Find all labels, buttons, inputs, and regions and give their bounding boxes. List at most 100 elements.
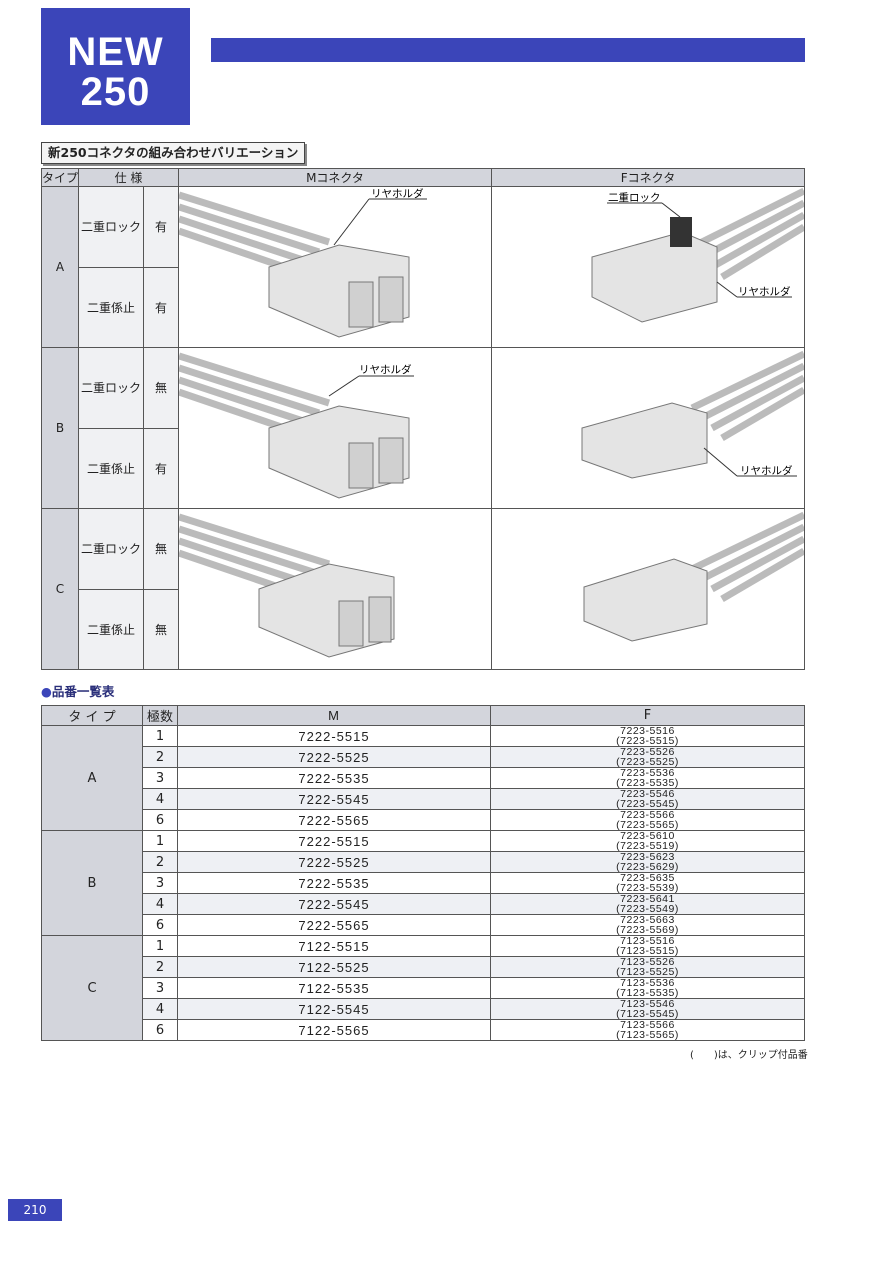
f-part-number: 7123-5546 (620, 998, 675, 1010)
f-connector-drawing: リヤホルダ (581, 350, 804, 479)
f-part-clip: (7123-5565) (616, 1029, 679, 1041)
f-part-number: 7223-5546 (620, 788, 675, 800)
variation-row-c: C 二重ロック 無 (41, 508, 805, 670)
col-m-connector: Mコネクタ (178, 168, 492, 187)
poles: 4 (142, 788, 178, 810)
m-part: 7222-5535 (177, 767, 491, 789)
table-row: 3 7222-5535 7223-5635(7223-5539) (42, 872, 805, 894)
m-connector-image-a: リヤホルダ (178, 186, 492, 348)
spec-label: 二重ロック (78, 347, 144, 429)
spec-label: 二重ロック (78, 186, 144, 268)
poles: 4 (142, 998, 178, 1020)
type-label: C (41, 935, 143, 1041)
m-part: 7222-5525 (177, 746, 491, 768)
poles: 1 (142, 830, 178, 852)
col-m: M (177, 705, 491, 726)
poles: 3 (142, 977, 178, 999)
poles: 1 (142, 935, 178, 957)
bullet-icon: ● (41, 684, 52, 699)
m-part: 7222-5515 (177, 830, 491, 852)
f-part-clip: (7223-5629) (616, 861, 679, 873)
f-part: 7223-5663(7223-5569) (490, 914, 805, 936)
variation-header-row: タイプ 仕 様 Mコネクタ Fコネクタ (41, 168, 805, 187)
m-part: 7122-5565 (177, 1019, 491, 1041)
poles: 2 (142, 851, 178, 873)
m-callout: リヤホルダ (359, 363, 412, 376)
col-spec: 仕 様 (78, 168, 179, 187)
m-part: 7222-5525 (177, 851, 491, 873)
m-connector-image-b: リヤホルダ (178, 347, 492, 509)
f-connector-drawing (583, 511, 804, 642)
m-part: 7222-5535 (177, 872, 491, 894)
f-part: 7223-5526(7223-5525) (490, 746, 805, 768)
f-part-clip: (7223-5515) (616, 735, 679, 747)
f-part: 7223-5641(7223-5549) (490, 893, 805, 915)
f-part: 7223-5566(7223-5565) (490, 809, 805, 831)
f-part-number: 7223-5663 (620, 914, 675, 926)
parts-header-row: タ イ プ 極数 M F (41, 705, 805, 726)
m-part: 7222-5515 (177, 725, 491, 747)
f-part: 7123-5566(7123-5565) (490, 1019, 805, 1041)
f-part-number: 7223-5641 (620, 893, 675, 905)
f-part-clip: (7123-5525) (616, 966, 679, 978)
spec-label: 二重ロック (78, 508, 144, 590)
f-part-clip: (7223-5545) (616, 798, 679, 810)
col-f-connector: Fコネクタ (491, 168, 805, 187)
spec-value: 有 (143, 266, 179, 348)
parts-list-title: ●品番一覧表 (41, 681, 114, 700)
header-bar (211, 38, 805, 62)
table-row: 6 7222-5565 7223-5663(7223-5569) (42, 914, 805, 936)
m-part: 7222-5565 (177, 914, 491, 936)
table-row: A 1 7222-5515 7223-5516(7223-5515) (41, 725, 805, 831)
poles: 6 (142, 1019, 178, 1041)
f-part-number: 7123-5516 (620, 935, 675, 947)
f-callout-lock: 二重ロック (608, 191, 661, 204)
poles: 1 (142, 725, 178, 747)
f-connector-image-a: 二重ロック リヤホルダ (491, 186, 805, 348)
m-part: 7222-5545 (177, 788, 491, 810)
badge-line1: NEW (67, 30, 164, 74)
variation-row-c-2: 二重係止 無 (42, 588, 805, 670)
variation-row-b: B 二重ロック 無 リヤホルダ リヤホルダ (41, 347, 805, 509)
parts-list-title-text: 品番一覧表 (51, 684, 115, 699)
table-row: 2 7222-5525 7223-5526(7223-5525) (42, 746, 805, 768)
f-part-number: 7223-5526 (620, 746, 675, 758)
table-row: 3 7222-5535 7223-5536(7223-5535) (42, 767, 805, 789)
table-row: B 1 7222-5515 7223-5610(7223-5519) (41, 830, 805, 936)
f-part: 7223-5546(7223-5545) (490, 788, 805, 810)
type-label: B (41, 830, 143, 936)
spec-value: 無 (143, 347, 179, 429)
f-callout-holder: リヤホルダ (740, 464, 793, 477)
f-part: 7223-5516(7223-5515) (490, 725, 805, 747)
variation-row-b-2: 二重係止 有 (42, 427, 805, 509)
f-part: 7223-5635(7223-5539) (490, 872, 805, 894)
f-part-number: 7223-5516 (620, 725, 675, 737)
m-part: 7122-5525 (177, 956, 491, 978)
type-label: A (41, 186, 79, 348)
col-type: タイプ (41, 168, 79, 187)
f-part: 7123-5526(7123-5525) (490, 956, 805, 978)
f-part-clip: (7223-5549) (616, 903, 679, 915)
poles: 6 (142, 809, 178, 831)
section-title: 新250コネクタの組み合わせバリエーション (41, 142, 306, 164)
f-part-clip: (7123-5515) (616, 945, 679, 957)
f-part-number: 7223-5536 (620, 767, 675, 779)
spec-label: 二重係止 (78, 427, 144, 509)
f-part-number: 7123-5536 (620, 977, 675, 989)
table-row: 2 7122-5525 7123-5526(7123-5525) (42, 956, 805, 978)
m-callout: リヤホルダ (371, 187, 424, 200)
poles: 4 (142, 893, 178, 915)
f-connector-drawing: 二重ロック リヤホルダ (591, 187, 804, 323)
table-row: 3 7122-5535 7123-5536(7123-5535) (42, 977, 805, 999)
type-label: C (41, 508, 79, 670)
f-part-clip: (7123-5535) (616, 987, 679, 999)
f-part-clip: (7223-5519) (616, 840, 679, 852)
spec-value: 無 (143, 508, 179, 590)
m-part: 7222-5545 (177, 893, 491, 915)
table-row: 4 7222-5545 7223-5546(7223-5545) (42, 788, 805, 810)
f-part: 7223-5610(7223-5519) (490, 830, 805, 852)
table-row: 4 7122-5545 7123-5546(7123-5545) (42, 998, 805, 1020)
f-part-number: 7123-5566 (620, 1019, 675, 1031)
f-part-clip: (7223-5569) (616, 924, 679, 936)
badge-line2: 250 (80, 70, 151, 114)
